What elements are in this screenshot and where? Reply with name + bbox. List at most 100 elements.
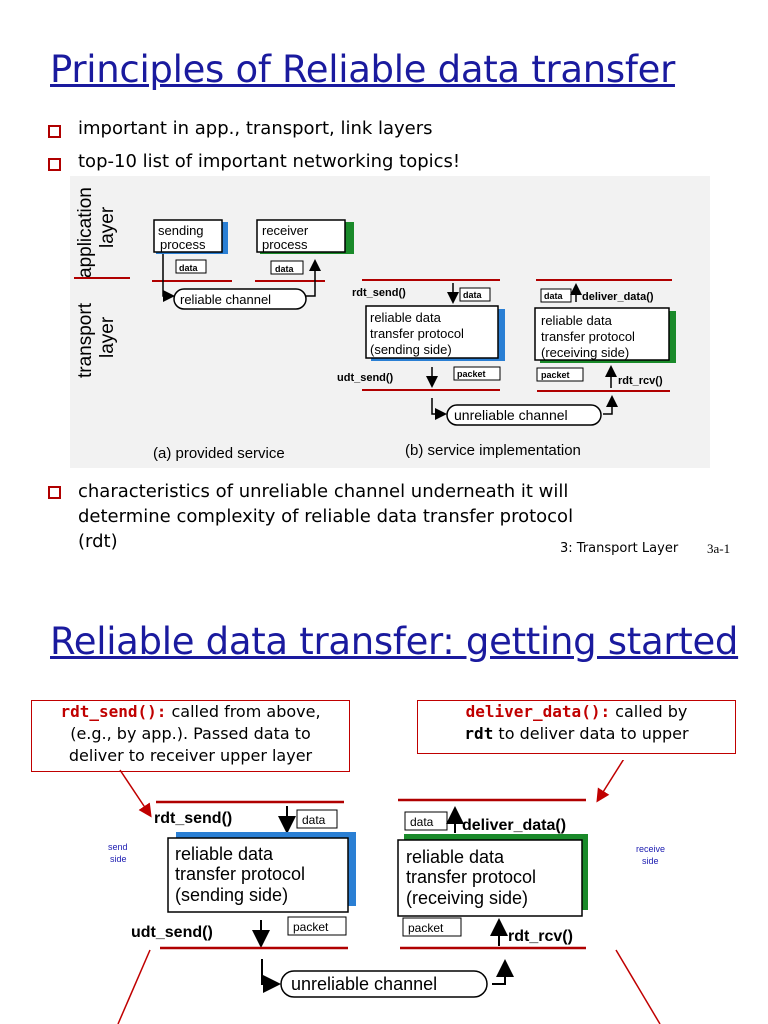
rdp-recv-label-large: reliable data	[406, 847, 505, 867]
bullet-square-icon	[48, 125, 61, 138]
callout-left-text-2: (e.g., by app.). Passed data to	[70, 724, 311, 743]
rdp-send-label-large-2: transfer protocol	[175, 864, 305, 884]
receiver-process-label-2: process	[262, 237, 308, 252]
reliable-channel-pipe	[173, 288, 307, 310]
data-box-large-1	[296, 809, 338, 829]
callout-left-text-3: deliver to receiver upper layer	[68, 746, 313, 765]
sending-process-box	[153, 219, 223, 253]
bullet-square-icon	[48, 158, 61, 171]
rdt-figure-large: rdt_send() data data deliver_data() send…	[108, 760, 665, 1024]
rdp-send-label-large-3: (sending side)	[175, 885, 288, 905]
callout-deliver-data: deliver_data(): called by rdt to deliver…	[417, 700, 736, 754]
rdp-send-box-large	[167, 837, 349, 913]
arrow-to-unreliable	[431, 398, 447, 420]
udt-send-label: udt_send()	[337, 372, 394, 384]
unreliable-channel-label: unreliable channel	[454, 407, 568, 423]
rdt-send-label-large: rdt_send()	[154, 810, 232, 827]
callout-right-code: deliver_data():	[465, 702, 611, 721]
receive-side-label-2: side	[642, 856, 659, 866]
rdt-rcv-label-large: rdt_rcv()	[508, 928, 573, 945]
rdp-recv-label-3: (receiving side)	[541, 345, 629, 360]
callout-right-text-1: called by	[610, 702, 688, 721]
bullet-1-text: important in app., transport, link layer…	[78, 118, 433, 139]
rdp-recv-box-large	[397, 839, 583, 917]
bullet-3-line-2: determine complexity of reliable data tr…	[78, 506, 574, 527]
pointer-right-bottom	[615, 949, 661, 1024]
callout-left-text-1: called from above,	[166, 702, 321, 721]
data-box-b2	[540, 288, 572, 303]
rdt-send-label: rdt_send()	[352, 287, 406, 299]
packet-label: packet	[408, 921, 444, 935]
bullet-3-line-1: characteristics of unreliable channel un…	[78, 481, 569, 502]
callout-right-text-2: to deliver data to upper	[493, 724, 689, 743]
unreliable-channel-pipe	[446, 404, 602, 426]
rdp-recv-label-2: transfer protocol	[541, 329, 635, 344]
rdp-recv-box	[534, 307, 670, 361]
pointer-left-bottom	[117, 949, 151, 1024]
unreliable-channel-pipe-large	[280, 970, 488, 998]
data-label: data	[463, 290, 483, 300]
layer-transport-label: transport	[75, 302, 96, 378]
data-label: data	[275, 264, 295, 274]
sending-process-label: sending	[158, 223, 204, 238]
arrow-up-to-receiver	[306, 259, 321, 297]
layer-app-label: application	[75, 187, 96, 278]
receive-side-label: receive	[636, 844, 665, 854]
packet-box-large-2	[402, 917, 462, 937]
caption-a: (a) provided service	[153, 445, 285, 462]
unreliable-channel-label-large: unreliable channel	[291, 974, 437, 994]
rdt-rcv-label: rdt_rcv()	[618, 375, 663, 387]
bullet-3-text: characteristics of unreliable channel un…	[78, 479, 573, 554]
pointer-right-top	[596, 760, 625, 803]
packet-label: packet	[457, 369, 486, 379]
receiver-process-label: receiver	[262, 223, 309, 238]
pointer-left-top	[119, 769, 152, 818]
arrow-down-to-channel	[162, 254, 175, 302]
bullet-3-line-3: (rdt)	[78, 531, 118, 552]
rdp-send-label-2: transfer protocol	[370, 326, 464, 341]
rdp-send-label-large: reliable data	[175, 844, 274, 864]
data-box-b1	[459, 287, 491, 302]
arrow-from-unreliable	[603, 395, 618, 415]
packet-box-large-1	[287, 916, 347, 936]
send-side-label-2: side	[110, 854, 127, 864]
deliver-data-label-large: deliver_data()	[462, 817, 566, 834]
bullet-2-text: top-10 list of important networking topi…	[78, 151, 461, 172]
rdp-send-label: reliable data	[370, 310, 442, 325]
deliver-data-label: deliver_data()	[582, 291, 654, 303]
layer-app-label-2: layer	[97, 206, 118, 248]
udt-send-label-large: udt_send()	[131, 924, 213, 941]
reliable-channel-label: reliable channel	[180, 292, 271, 307]
arrow-to-unreliable-large	[261, 959, 281, 993]
rdp-recv-label-large-2: transfer protocol	[406, 867, 536, 887]
data-box-a2	[270, 260, 304, 275]
caption-b: (b) service implementation	[405, 442, 581, 459]
data-label: data	[179, 263, 199, 273]
slide1-title: Principles of Reliable data transfer	[50, 48, 675, 91]
rdp-send-label-3: (sending side)	[370, 342, 452, 357]
packet-label: packet	[293, 920, 329, 934]
data-box-a1	[175, 259, 207, 274]
data-label: data	[410, 815, 434, 829]
data-label: data	[302, 813, 326, 827]
callout-right-code-2: rdt	[464, 724, 494, 743]
send-side-label: send	[108, 842, 128, 852]
footer-section: 3: Transport Layer	[560, 541, 679, 556]
packet-label: packet	[541, 370, 570, 380]
rdt-figure: application layer transport layer sendin…	[74, 187, 676, 462]
slide2-title: Reliable data transfer: getting started	[50, 620, 739, 663]
receiver-process-box	[256, 219, 346, 253]
rdp-recv-label-large-3: (receiving side)	[406, 888, 528, 908]
packet-box-b1	[453, 366, 501, 381]
callout-left-code: rdt_send():	[60, 702, 167, 721]
arrow-from-unreliable-large	[492, 959, 514, 985]
bullet-square-icon	[48, 486, 61, 499]
data-label: data	[544, 291, 564, 301]
callout-rdt-send: rdt_send(): called from above, (e.g., by…	[31, 700, 350, 772]
rdp-send-box	[365, 305, 499, 359]
footer-page-number: 3a-1	[707, 541, 731, 556]
rdp-recv-label: reliable data	[541, 313, 613, 328]
packet-box-b2	[536, 367, 584, 382]
layer-transport-label-2: layer	[97, 316, 118, 358]
sending-process-label-2: process	[160, 237, 206, 252]
